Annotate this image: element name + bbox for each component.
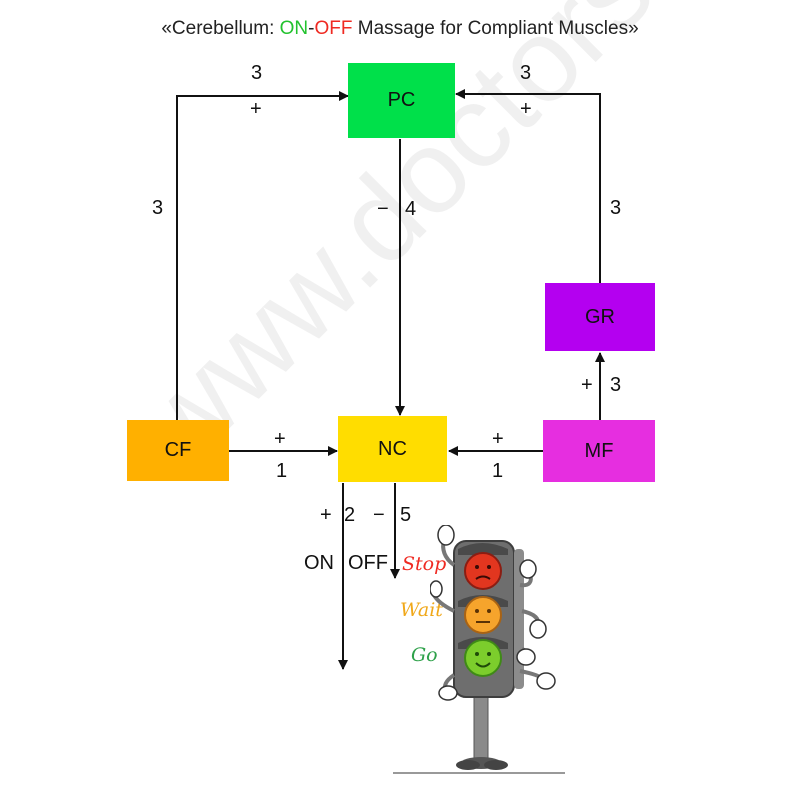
- traffic-light-go-text: Go: [411, 644, 438, 666]
- node-cf: CF: [127, 420, 229, 481]
- label-nc-on-number: 2: [344, 504, 356, 526]
- label-cf-pc-number: 3: [251, 62, 263, 84]
- label-cf-pc-side-number: 3: [152, 197, 164, 219]
- diagram-title: «Cerebellum: ON-OFF Massage for Complian…: [0, 18, 800, 40]
- node-mf: MF: [543, 420, 655, 482]
- label-nc-on-sign: +: [320, 504, 332, 526]
- edge-cf-pc: [176, 91, 349, 420]
- title-off: OFF: [314, 18, 353, 39]
- node-gr: GR: [545, 283, 655, 351]
- label-gr-pc-sign: +: [520, 98, 532, 120]
- label-mf-nc-number: 1: [492, 460, 504, 482]
- output-off: OFF: [348, 552, 388, 574]
- traffic-light-wait-text: Wait: [400, 599, 443, 621]
- node-nc: NC: [338, 416, 447, 482]
- traffic-light-icon: [430, 525, 556, 770]
- traffic-light-stop-text: Stop: [402, 553, 447, 575]
- label-gr-pc-side-number: 3: [610, 197, 622, 219]
- label-nc-off-sign: −: [373, 504, 385, 526]
- label-cf-pc-sign: +: [250, 98, 262, 120]
- title-suffix: Massage for Compliant Muscles»: [352, 18, 639, 39]
- label-cf-nc-sign: +: [274, 428, 286, 450]
- title-dash: -: [308, 18, 315, 39]
- title-on: ON: [279, 18, 309, 39]
- node-pc: PC: [348, 63, 455, 138]
- label-nc-off-number: 5: [400, 504, 412, 526]
- label-pc-nc-sign: −: [377, 198, 389, 220]
- label-mf-nc-sign: +: [492, 428, 504, 450]
- label-pc-nc-number: 4: [405, 198, 417, 220]
- title-prefix: «Cerebellum:: [161, 18, 280, 39]
- output-on: ON: [304, 552, 334, 574]
- edge-gr-pc: [455, 89, 601, 283]
- label-mf-gr-number: 3: [610, 374, 622, 396]
- label-mf-gr-sign: +: [581, 374, 593, 396]
- label-cf-nc-number: 1: [276, 460, 288, 482]
- label-gr-pc-number: 3: [520, 62, 532, 84]
